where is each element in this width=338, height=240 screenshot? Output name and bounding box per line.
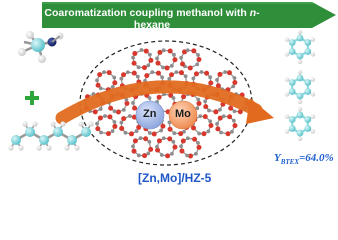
zn-sphere (135, 100, 165, 130)
catalyst-label: [Zn,Mo]/HZ-5 (138, 171, 212, 185)
mo-sphere (168, 100, 198, 130)
banner-arrow (42, 2, 336, 28)
methanol-molecule (18, 31, 64, 63)
mo-label: Mo (175, 108, 191, 120)
btex-yield: YBTEX=64.0% (274, 152, 334, 167)
banner-title: Coaromatization coupling methanol with n… (44, 7, 260, 31)
graphical-abstract: Coaromatization coupling methanol with n… (8, 2, 336, 185)
aromatic-products (284, 29, 316, 142)
plus-icon (25, 91, 39, 105)
hexane-molecule (8, 121, 94, 151)
zn-label: Zn (143, 108, 157, 120)
diagram-canvas (8, 2, 336, 166)
reaction-arrow (55, 80, 263, 125)
